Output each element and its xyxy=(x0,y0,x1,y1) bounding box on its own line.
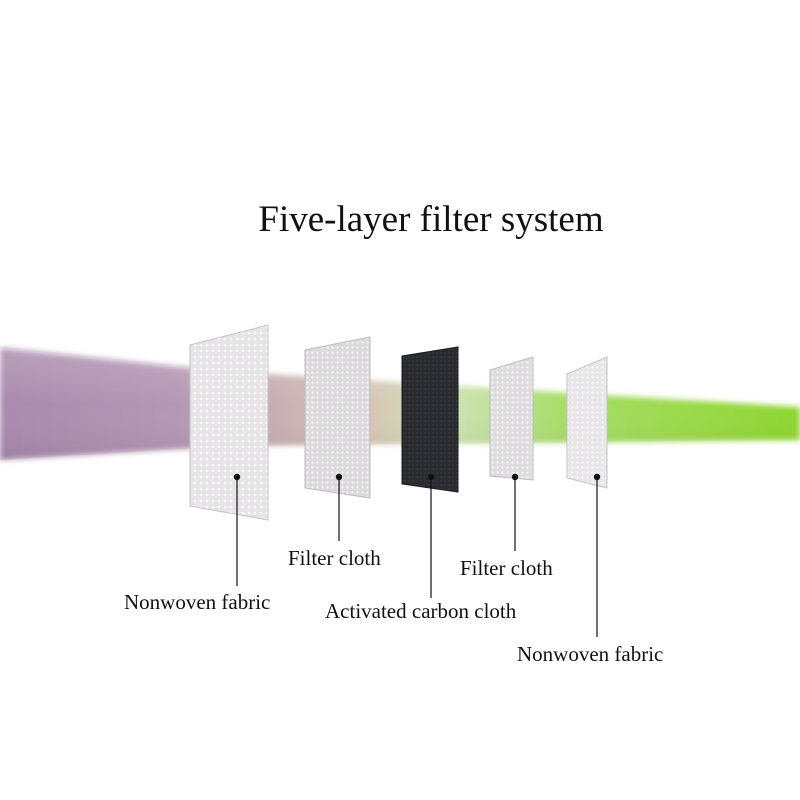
leader-line-5 xyxy=(593,473,601,637)
layer-label-activated-carbon-cloth: Activated carbon cloth xyxy=(325,599,517,623)
layer-label-filter-cloth: Filter cloth xyxy=(460,556,553,580)
leader-line-3 xyxy=(427,473,435,598)
activated-carbon-cloth-layer-3 xyxy=(401,346,459,493)
layer-label-filter-cloth: Filter cloth xyxy=(288,546,381,570)
leader-lines xyxy=(233,473,601,637)
airflow-beam xyxy=(0,348,800,460)
layer-label-nonwoven-fabric: Nonwoven fabric xyxy=(517,642,664,666)
leader-line-1 xyxy=(233,473,241,586)
leader-line-2 xyxy=(335,473,343,541)
nonwoven-fabric-layer-1 xyxy=(189,324,269,521)
nonwoven-fabric-layer-5 xyxy=(566,356,608,489)
filter-cloth-layer-4 xyxy=(489,356,534,481)
leader-line-4 xyxy=(511,473,519,551)
diagram-title: Five-layer filter system xyxy=(258,199,604,240)
filter-cloth-layer-2 xyxy=(304,336,371,499)
layer-label-nonwoven-fabric: Nonwoven fabric xyxy=(124,590,271,614)
